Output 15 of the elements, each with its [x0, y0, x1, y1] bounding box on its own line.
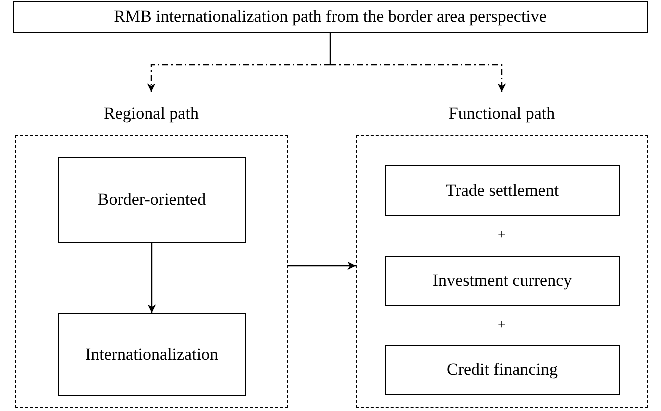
arrow — [147, 64, 330, 92]
plus-sign: + — [498, 319, 506, 333]
group-heading: Regional path — [104, 102, 199, 125]
arrow — [330, 64, 506, 92]
group-heading: Functional path — [448, 102, 556, 125]
process-box: Border-oriented — [58, 157, 246, 243]
arrow — [148, 243, 156, 313]
arrow — [288, 262, 356, 270]
process-box: RMB internationalization path from the border area perspective — [13, 1, 648, 33]
process-box: Credit financing — [385, 345, 620, 395]
connector-line — [330, 33, 332, 65]
plus-sign: + — [498, 229, 506, 243]
process-box: Investment currency — [385, 256, 620, 306]
process-box: Internationalization — [58, 313, 246, 396]
process-box: Trade settlement — [385, 165, 620, 216]
